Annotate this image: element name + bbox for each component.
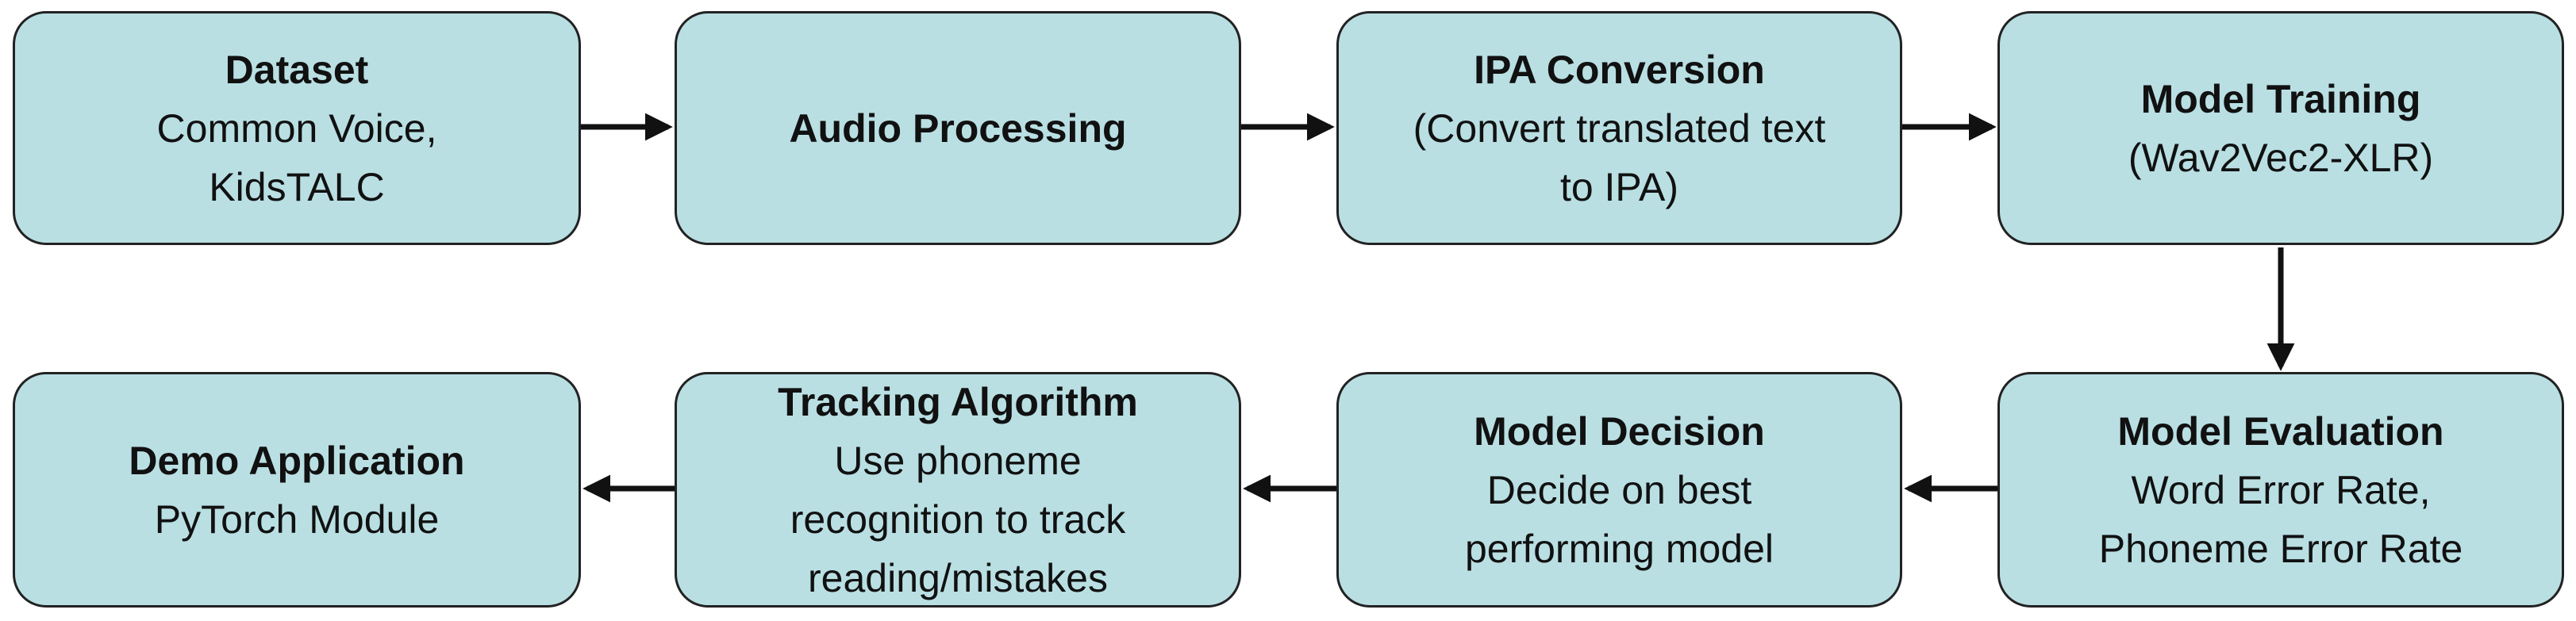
node-title: Tracking Algorithm [778, 379, 1138, 424]
node-text: PyTorch Module [154, 496, 440, 542]
node-title: Audio Processing [789, 105, 1127, 151]
node-text: Decide on best [1486, 467, 1752, 512]
node-text: Use phoneme [834, 438, 1082, 483]
node-audio-processing: Audio Processing [675, 11, 1241, 245]
node-text: performing model [1464, 526, 1774, 571]
node-title: Model Decision [1474, 408, 1765, 454]
node-demo-application: Demo Application PyTorch Module [13, 372, 581, 608]
node-dataset: Dataset Common Voice, KidsTALC [13, 11, 581, 245]
node-model-evaluation: Model Evaluation Word Error Rate, Phonem… [1997, 372, 2564, 608]
node-model-training: Model Training (Wav2Vec2-XLR) [1997, 11, 2564, 245]
node-ipa-conversion: IPA Conversion (Convert translated text … [1336, 11, 1902, 245]
node-text: Word Error Rate, [2131, 467, 2431, 512]
node-title: Dataset [225, 47, 369, 92]
node-model-decision: Model Decision Decide on best performing… [1336, 372, 1902, 608]
node-text: KidsTALC [209, 164, 385, 209]
node-title: Model Training [2140, 76, 2421, 121]
node-text: recognition to track [790, 496, 1126, 542]
node-text: Common Voice, [156, 105, 437, 151]
node-title: Model Evaluation [2117, 408, 2444, 454]
node-text: to IPA) [1559, 164, 1679, 209]
node-text: (Wav2Vec2-XLR) [2128, 135, 2434, 180]
node-tracking-algorithm: Tracking Algorithm Use phoneme recogniti… [675, 372, 1241, 608]
node-text: (Convert translated text [1413, 105, 1826, 151]
node-title: Demo Application [129, 438, 465, 483]
node-title: IPA Conversion [1474, 47, 1765, 92]
node-text: Phoneme Error Rate [2098, 526, 2463, 571]
node-text: reading/mistakes [808, 555, 1108, 600]
